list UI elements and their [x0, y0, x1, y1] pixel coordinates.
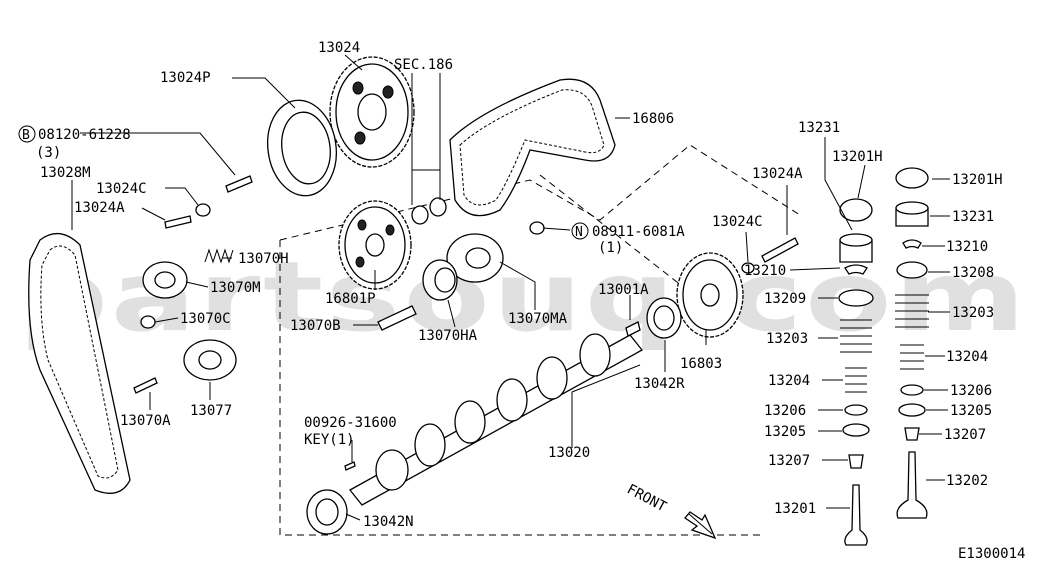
label-key-code: 00926-31600	[304, 415, 397, 431]
label-13206-a: 13206	[950, 383, 992, 399]
stud-13070B	[377, 305, 417, 331]
label-13070MA: 13070MA	[508, 311, 568, 327]
label-13207-a: 13207	[944, 427, 986, 443]
timing-belt-13028M	[28, 233, 131, 494]
diagram-code: E1300014	[958, 546, 1025, 562]
bolt-13024A	[164, 215, 192, 229]
pulley-16803	[676, 252, 744, 338]
front-arrow-icon	[684, 511, 717, 540]
oil-seal-13042R	[646, 297, 682, 339]
label-13024A-b: 13024A	[752, 166, 803, 182]
washer-13024C-b	[741, 262, 755, 274]
n-marker-circle	[571, 222, 589, 240]
label-13024C-a: 13024C	[96, 181, 147, 197]
valve-stack-right	[895, 167, 929, 519]
label-13204-b: 13204	[768, 373, 810, 389]
b-marker-circle	[18, 125, 36, 143]
label-sec186: SEC.186	[394, 57, 453, 73]
label-13202: 13202	[946, 473, 988, 489]
label-13070A: 13070A	[120, 413, 171, 429]
n-marker: N	[575, 225, 583, 240]
pulley-plate-13024P	[267, 99, 337, 197]
label-16801P: 16801P	[325, 291, 376, 307]
label-13231-b: 13231	[952, 209, 994, 225]
label-13001A: 13001A	[598, 282, 649, 298]
label-13077: 13077	[190, 403, 232, 419]
label-bolt-b-code: 08120-61228	[38, 127, 131, 143]
spring-13070H	[204, 248, 234, 264]
idler-13077	[183, 339, 237, 381]
label-13042N: 13042N	[363, 514, 414, 530]
key-00926	[344, 461, 356, 471]
label-13201H-a: 13201H	[832, 149, 883, 165]
label-13042R: 13042R	[634, 376, 685, 392]
label-13024A-a: 13024A	[74, 200, 125, 216]
oil-seal-13042N	[306, 489, 348, 535]
label-13206-b: 13206	[764, 403, 806, 419]
part-labels: 13024 13024P SEC.186 08120-61228 (3) 130…	[36, 40, 1025, 562]
tensioner-13070MA	[446, 233, 504, 283]
washers-sec186	[411, 197, 447, 225]
b-marker: B	[22, 128, 30, 143]
label-13024P: 13024P	[160, 70, 211, 86]
bolt-13070C	[140, 315, 156, 329]
label-13024C-b: 13024C	[712, 214, 763, 230]
camshaft-13020	[349, 321, 643, 506]
label-13207-b: 13207	[768, 453, 810, 469]
label-13231-top: 13231	[798, 120, 840, 136]
label-nut-n-code: 08911-6081A	[592, 224, 685, 240]
front-label: FRONT	[624, 481, 669, 515]
nut-08911	[529, 221, 545, 235]
label-13201H-b: 13201H	[952, 172, 1003, 188]
label-16806: 16806	[632, 111, 674, 127]
label-13024: 13024	[318, 40, 360, 56]
label-13070B: 13070B	[290, 318, 341, 334]
label-13210-b: 13210	[744, 263, 786, 279]
washer-13024C	[195, 203, 211, 217]
label-13210-a: 13210	[946, 239, 988, 255]
label-13070HA: 13070HA	[418, 328, 478, 344]
label-13070C: 13070C	[180, 311, 231, 327]
bolt-13070A	[133, 377, 158, 394]
label-13020: 13020	[548, 445, 590, 461]
bolt-13024A-b	[761, 237, 799, 263]
label-13205-b: 13205	[764, 424, 806, 440]
label-key: KEY(1)	[304, 432, 355, 448]
label-nut-n-qty: (1)	[598, 240, 623, 256]
label-13203-a: 13203	[952, 305, 994, 321]
bolt-08120	[225, 175, 253, 193]
label-13208: 13208	[952, 265, 994, 281]
label-13070H: 13070H	[238, 251, 289, 267]
label-13028M: 13028M	[40, 165, 91, 181]
label-16803: 16803	[680, 356, 722, 372]
leader-lines	[71, 54, 950, 521]
label-13205-a: 13205	[950, 403, 992, 419]
label-13209: 13209	[764, 291, 806, 307]
valve-stack-left	[838, 198, 874, 546]
timing-belt-16806	[449, 78, 616, 217]
label-13203-b: 13203	[766, 331, 808, 347]
tensioner-13070M	[142, 261, 188, 299]
label-13204-a: 13204	[946, 349, 988, 365]
label-13070M: 13070M	[210, 280, 261, 296]
dashed-frame	[279, 144, 801, 536]
label-13201: 13201	[774, 501, 816, 517]
camshaft-pulley-13024	[329, 56, 415, 168]
label-bolt-b-qty: (3)	[36, 145, 61, 161]
spring-13070HA	[422, 259, 458, 301]
